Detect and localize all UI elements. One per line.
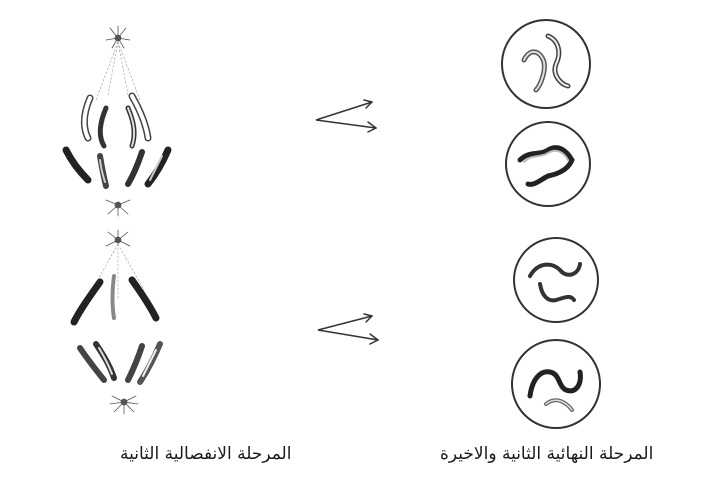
nucleus-4 [512,340,600,428]
chromatid [128,152,142,184]
nucleus-1 [502,20,590,108]
nucleus-3 [514,238,598,322]
chromatid [66,150,88,180]
chromatid [113,276,115,318]
centrosome-lower-bottom [110,396,138,414]
anaphase-spindle-upper [66,26,168,216]
chromatid [128,346,142,380]
centrosome-upper-top [106,26,130,48]
chromatid [100,108,106,146]
centrosome-upper-bottom [106,200,130,216]
caption-telophase-ii: المرحلة النهائية الثانية والاخيرة [440,444,653,464]
chromatid [74,282,100,322]
chromatid [132,280,156,318]
caption-anaphase-ii: المرحلة الانفصالية الثانية [120,444,291,464]
nucleus-2 [506,122,590,206]
centrosome-lower-top [106,230,130,246]
anaphase-spindle-lower [74,230,160,414]
arrow-lower [318,314,378,344]
arrow-upper [316,100,376,132]
